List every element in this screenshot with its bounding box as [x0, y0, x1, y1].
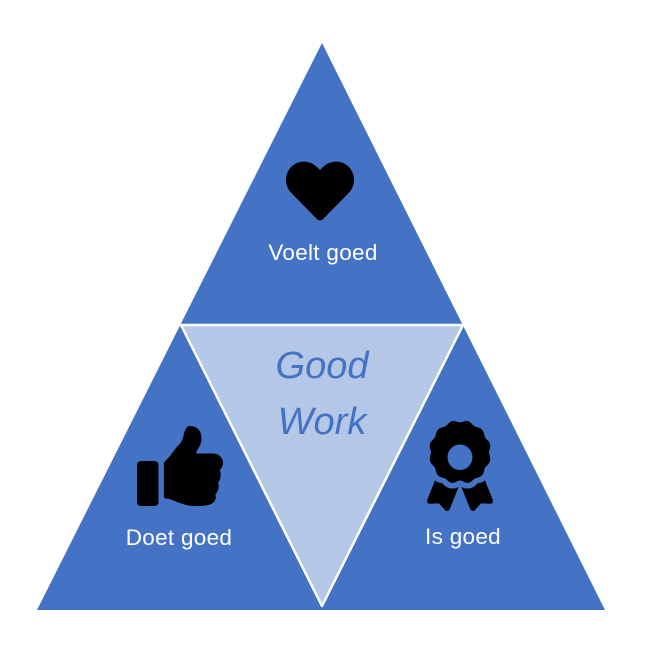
heart-icon	[286, 160, 354, 223]
center-title-line1: Good	[275, 345, 369, 387]
thumbs-up-icon	[137, 426, 223, 506]
center-title: Good Work	[276, 338, 369, 450]
award-icon	[427, 421, 493, 511]
inner-triangle	[179, 323, 465, 608]
section-label-bottom-left: Doet goed	[125, 525, 233, 550]
section-label-top: Voelt goed	[268, 240, 378, 265]
center-title-line2: Work	[277, 401, 367, 443]
section-label-bottom-right: Is goed	[425, 524, 501, 549]
